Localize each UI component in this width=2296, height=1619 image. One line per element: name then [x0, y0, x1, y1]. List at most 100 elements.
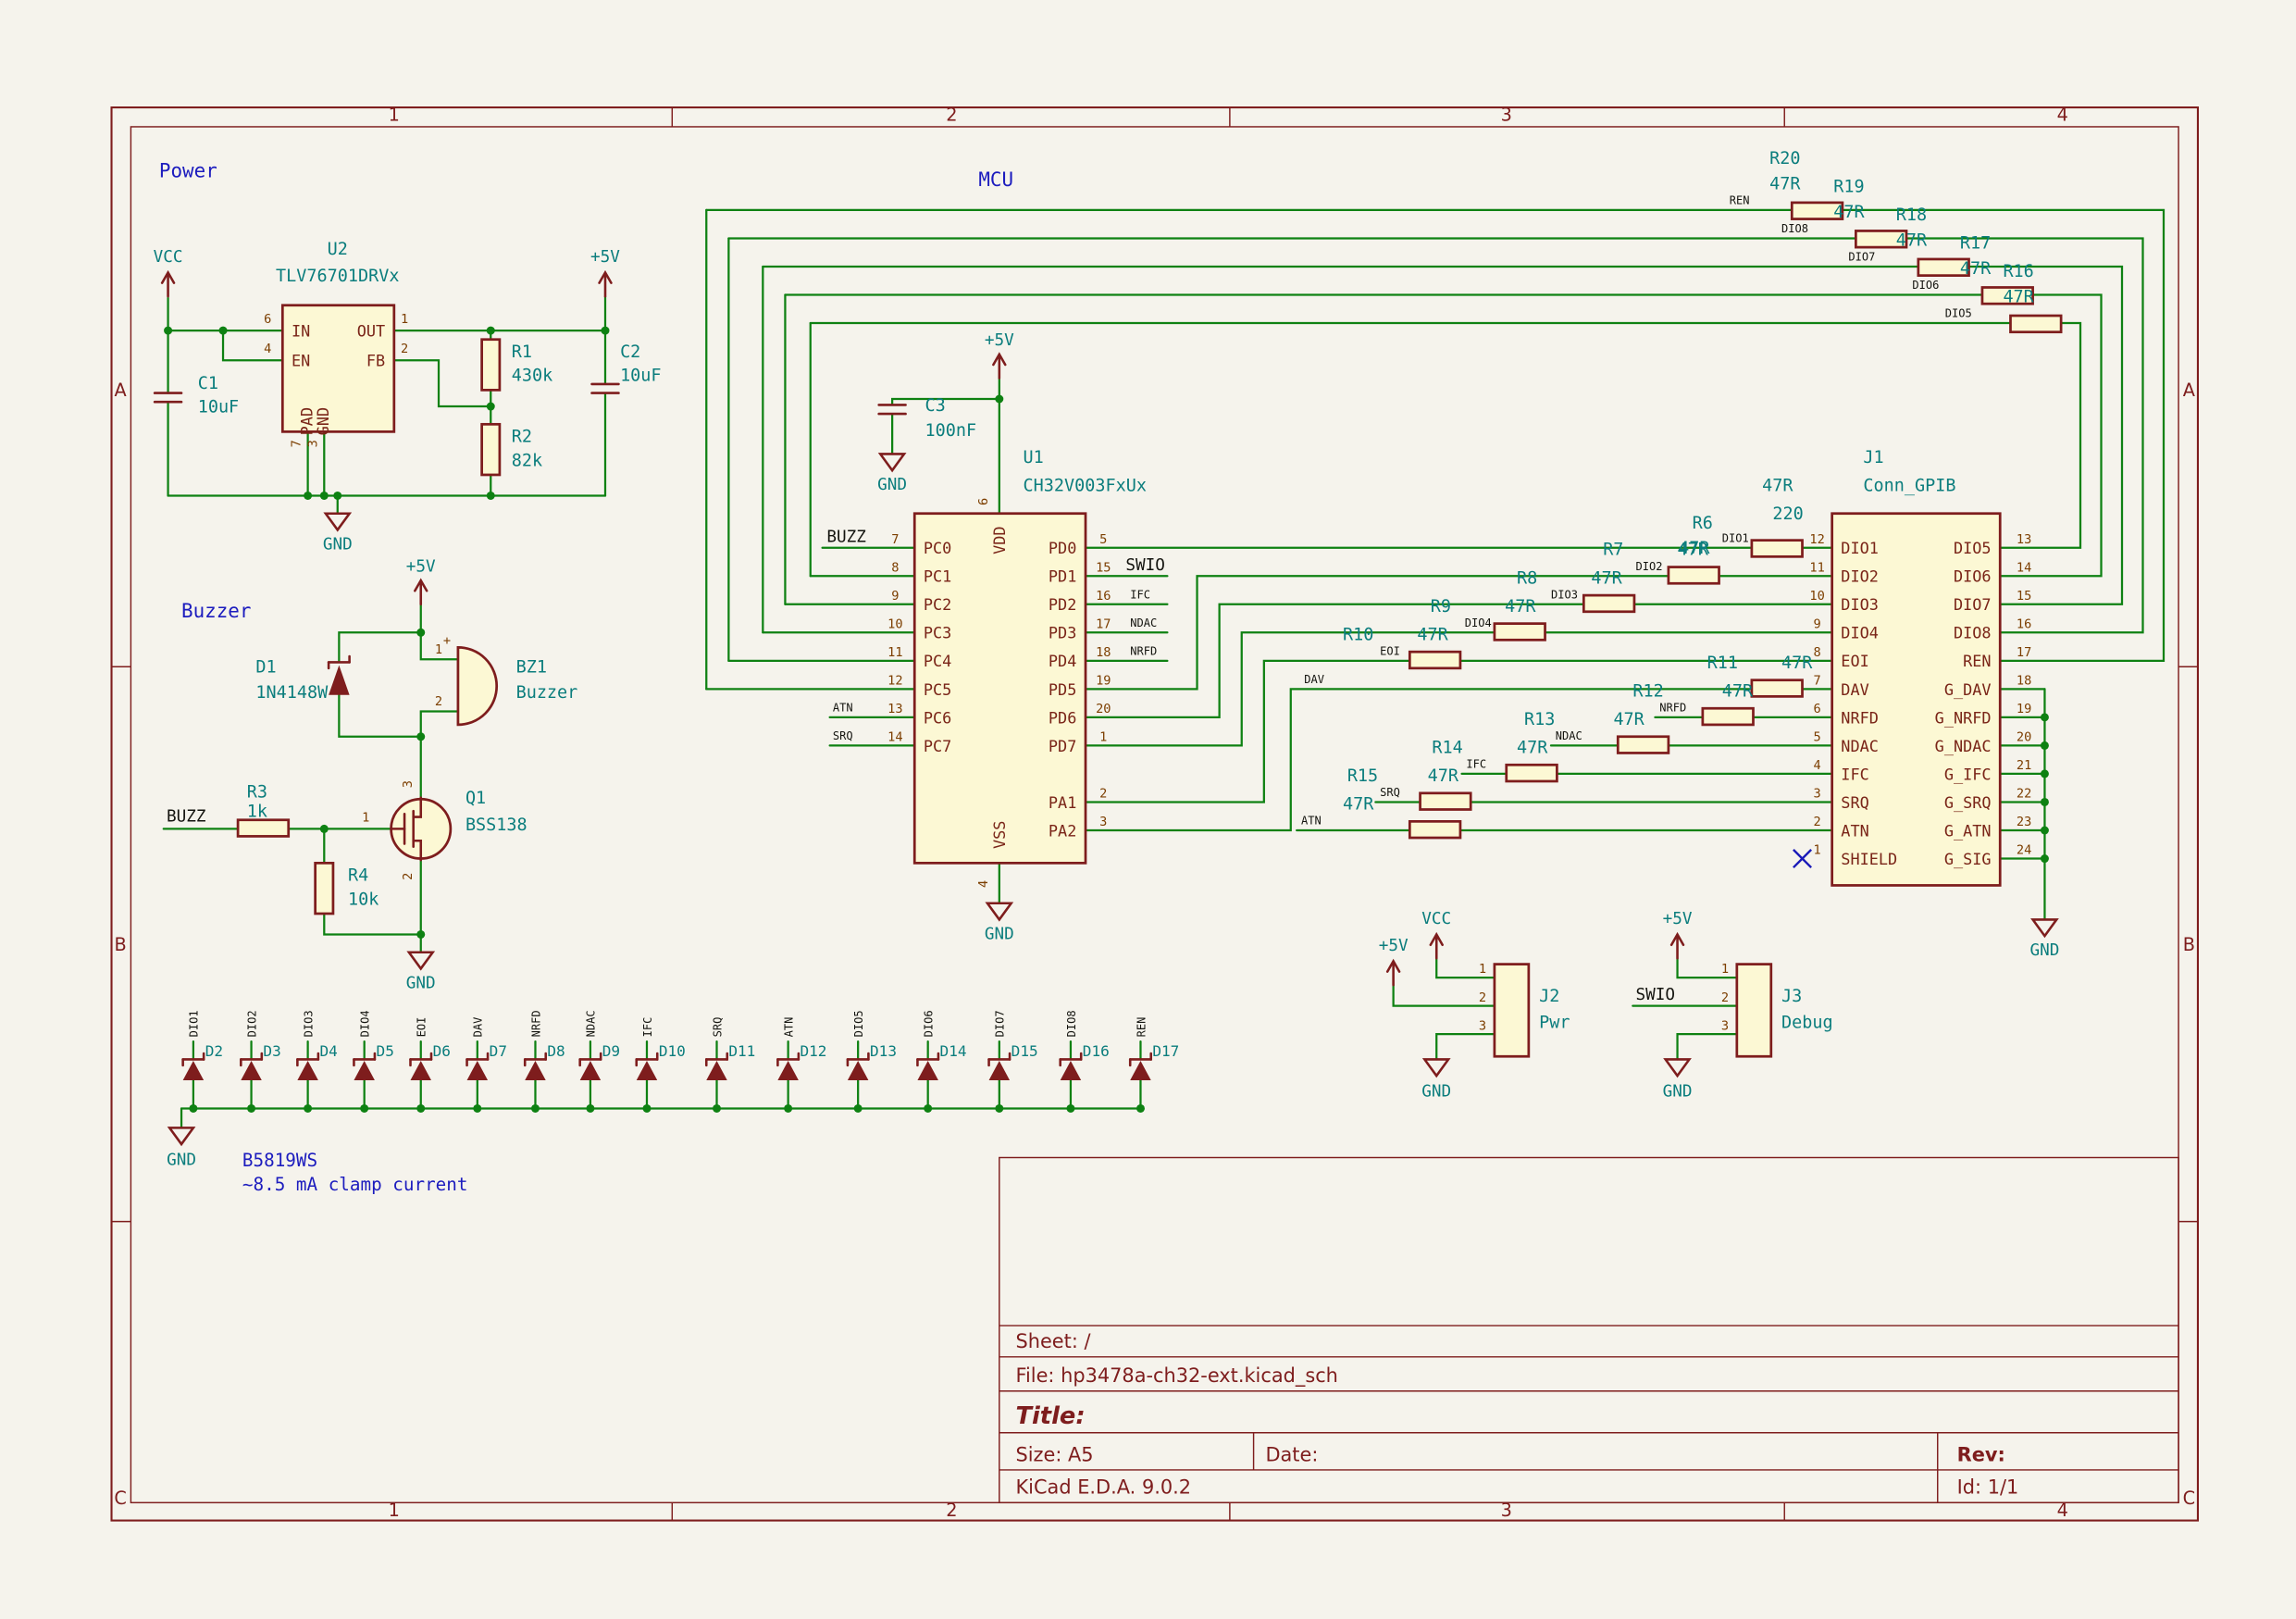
- pin-name: PD5: [1049, 680, 1076, 699]
- pin-number: 2: [1721, 990, 1729, 1005]
- component-d13[interactable]: [847, 1061, 869, 1080]
- resistor-body[interactable]: [1790, 201, 1844, 220]
- wire: [1084, 631, 1496, 747]
- power-port-5v[interactable]: [598, 269, 613, 284]
- power-port-5v[interactable]: [992, 352, 1007, 367]
- component-bz1[interactable]: [456, 645, 498, 727]
- pin-number: 5: [1099, 532, 1107, 547]
- component-r7[interactable]: [1667, 566, 1720, 585]
- resistor-body[interactable]: [480, 338, 502, 392]
- resistor-body[interactable]: [1408, 819, 1462, 840]
- component-d12[interactable]: [777, 1061, 799, 1080]
- component-d8[interactable]: [525, 1061, 546, 1080]
- ground-symbol[interactable]: [1421, 1058, 1451, 1078]
- resistor-body[interactable]: [1750, 539, 1804, 558]
- component-r-atn[interactable]: [1408, 819, 1462, 840]
- component-r12[interactable]: [1701, 706, 1755, 727]
- component-r10[interactable]: [1408, 650, 1462, 670]
- component-d14[interactable]: [917, 1061, 938, 1080]
- pin-name: PD4: [1049, 652, 1076, 670]
- u2-body[interactable]: [280, 304, 396, 433]
- ground-symbol[interactable]: [406, 951, 436, 971]
- ground-symbol[interactable]: [167, 1127, 196, 1147]
- component-d11[interactable]: [706, 1061, 727, 1080]
- component-d17[interactable]: [1130, 1061, 1151, 1080]
- resistor-body[interactable]: [1616, 735, 1670, 754]
- component-r6[interactable]: [1750, 539, 1804, 558]
- ground-symbol[interactable]: [985, 902, 1014, 922]
- j1-body[interactable]: [1831, 512, 2002, 887]
- u1-body[interactable]: [912, 512, 1087, 865]
- d1-ref: D1: [255, 658, 276, 678]
- component-d16[interactable]: [1060, 1061, 1082, 1080]
- power-port-5v[interactable]: [1669, 931, 1685, 947]
- component-d4[interactable]: [297, 1061, 318, 1080]
- power-port-5v[interactable]: [1385, 958, 1401, 973]
- net-label-atn: ATN: [833, 701, 853, 714]
- resistor-body[interactable]: [1917, 257, 1970, 278]
- diode-ref: D10: [659, 1042, 686, 1060]
- component-d7[interactable]: [466, 1061, 489, 1080]
- resistor-body[interactable]: [1419, 791, 1472, 811]
- cap-value: 10uF: [620, 367, 661, 386]
- junctions: [164, 326, 2049, 1113]
- power-port-vcc[interactable]: [160, 269, 176, 284]
- component-d9[interactable]: [579, 1061, 602, 1080]
- component-r16[interactable]: [2009, 314, 2063, 334]
- resistor-body[interactable]: [1582, 593, 1636, 614]
- component-r11[interactable]: [1750, 679, 1804, 698]
- resistor-body[interactable]: [1408, 650, 1462, 670]
- component-u1[interactable]: [912, 512, 1087, 865]
- resistor-body[interactable]: [480, 422, 502, 477]
- resistor-body[interactable]: [1750, 679, 1804, 698]
- component-j2[interactable]: [1493, 963, 1531, 1058]
- pin-name: IFC: [1841, 765, 1868, 783]
- component-u2[interactable]: [280, 304, 396, 433]
- component-j1[interactable]: [1831, 512, 2002, 887]
- resistor-body[interactable]: [1493, 622, 1546, 641]
- resistor-body[interactable]: [1667, 566, 1720, 585]
- component-j3[interactable]: [1735, 963, 1773, 1058]
- component-d3[interactable]: [241, 1061, 262, 1080]
- component-r19[interactable]: [1855, 230, 1908, 249]
- component-j3-body[interactable]: [1735, 963, 1773, 1058]
- resistor-ref: R2: [512, 428, 532, 447]
- component-r8[interactable]: [1582, 593, 1636, 614]
- resistor-body[interactable]: [1980, 286, 2034, 305]
- buzzer-icon[interactable]: [456, 645, 498, 727]
- resistor-body[interactable]: [2009, 314, 2063, 334]
- resistor-body[interactable]: [1855, 230, 1908, 249]
- component-r9[interactable]: [1493, 622, 1546, 641]
- component-d6[interactable]: [410, 1061, 431, 1080]
- component-r17[interactable]: [1980, 286, 2034, 305]
- ground-symbol[interactable]: [323, 512, 353, 532]
- component-r13[interactable]: [1616, 735, 1670, 754]
- ground-symbol[interactable]: [1663, 1058, 1692, 1078]
- component-d1[interactable]: [329, 665, 350, 695]
- resistor-body[interactable]: [314, 861, 335, 915]
- component-r3[interactable]: [236, 818, 291, 838]
- pin-number: 20: [2017, 730, 2031, 745]
- component-d2[interactable]: [182, 1061, 205, 1080]
- ground-symbol[interactable]: [877, 453, 907, 473]
- component-r15[interactable]: [1419, 791, 1472, 811]
- component-d5[interactable]: [354, 1061, 375, 1080]
- component-d10[interactable]: [636, 1061, 658, 1080]
- power-arrow-icon: [1429, 931, 1444, 947]
- resistor-body[interactable]: [1701, 706, 1755, 727]
- frame-col-label: 4: [2057, 1500, 2068, 1521]
- component-r4[interactable]: [314, 861, 335, 915]
- ground-symbol[interactable]: [2030, 918, 2059, 939]
- power-port-vcc[interactable]: [1429, 931, 1444, 947]
- component-r14[interactable]: [1505, 763, 1558, 783]
- component-d15[interactable]: [988, 1061, 1011, 1080]
- resistor-body[interactable]: [1505, 763, 1558, 783]
- resistor-body[interactable]: [236, 818, 291, 838]
- component-r18[interactable]: [1917, 257, 1970, 278]
- component-r20[interactable]: [1790, 201, 1844, 220]
- resistor-value: 47R: [1960, 259, 1992, 279]
- component-r2[interactable]: [480, 422, 502, 477]
- component-j2-body[interactable]: [1493, 963, 1531, 1058]
- component-r1[interactable]: [480, 338, 502, 392]
- power-port-5v[interactable]: [414, 578, 428, 592]
